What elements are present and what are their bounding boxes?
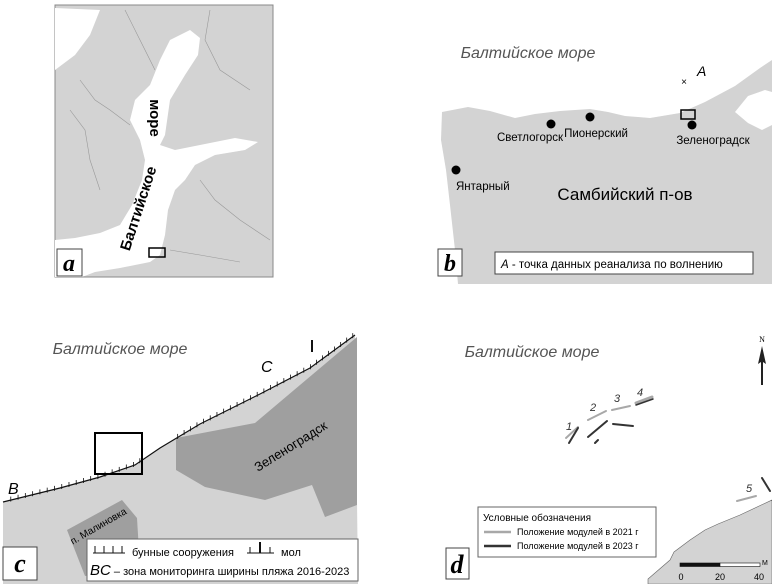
panel-d-label-box: [445, 547, 470, 580]
scale-tick-0: 0: [678, 572, 683, 582]
peninsula-label: Самбийский п-ов: [557, 185, 692, 204]
north-label: N: [759, 335, 765, 344]
module-2b-2023: [594, 439, 599, 444]
panel-b-label: b: [444, 251, 456, 277]
legend-pier: мол: [281, 547, 301, 559]
legend-groins: бунные сооружения: [132, 547, 234, 559]
zelenogradsk-area: [176, 337, 357, 517]
b-sea-name: Балтийское море: [461, 45, 596, 62]
module-3-2021: [611, 405, 631, 411]
module-1-2021: [565, 426, 579, 439]
legend-2021: Положение модулей в 2021 г: [517, 527, 639, 537]
study-area-box: [680, 109, 696, 120]
module-label-2: 2: [589, 402, 596, 414]
module-4-2021: [634, 395, 654, 405]
panel-a-label: a: [63, 251, 75, 277]
modules: [565, 395, 771, 502]
module-2-2023: [587, 420, 608, 438]
scale-bar-black: [679, 562, 721, 567]
module-3-2023: [612, 423, 634, 427]
legend-bc: BC – зона мониторинга ширины пляжа 2016-…: [90, 562, 349, 579]
module-label-3: 3: [614, 393, 621, 405]
legend-letter: A: [500, 259, 509, 271]
town-label-zelenogradsk: Зеленоградск: [676, 135, 750, 147]
scale-bar-white: [719, 562, 761, 567]
legend-bc-desc: – зона мониторинга ширины пляжа 2016-202…: [111, 566, 349, 578]
panel-d: Балтийское море N 1 2 3 4 5 Условные обо…: [445, 335, 772, 584]
panel-b: Балтийское море × A Светлогорск Пионерск…: [437, 45, 772, 284]
detail-box: [94, 432, 143, 475]
module-label-1: 1: [566, 421, 572, 433]
scale-tick-40: 40: [754, 572, 764, 582]
groin-ticks: [10, 333, 354, 502]
pier-legend-icon: [247, 542, 274, 554]
point-c-label: C: [261, 359, 273, 376]
module-label-4: 4: [637, 387, 643, 399]
point-b-label: B: [8, 481, 19, 498]
point-a-cross-icon: ×: [681, 77, 687, 88]
panel-a: море Балтийское a: [54, 4, 274, 278]
panel-b-legend: [494, 251, 754, 275]
town-dot-yantarny: [451, 165, 461, 175]
river-lines: [69, 9, 271, 263]
module-1-2023: [568, 427, 579, 444]
panel-d-label: d: [451, 550, 465, 579]
c-sea-name: Балтийское море: [53, 341, 188, 358]
panel-c-label-box: [2, 546, 38, 581]
scale-unit: М: [762, 560, 768, 567]
panel-c-legend: [86, 538, 359, 582]
panel-b-legend-text: A - точка данных реанализа по волнению: [500, 259, 723, 271]
point-a-label: A: [696, 63, 706, 79]
legend-bc-letters: BC: [90, 562, 111, 579]
sea-name-more: море: [146, 99, 163, 137]
module-5-2023: [761, 477, 771, 492]
panel-b-label-box: [437, 248, 463, 277]
module-2-2021: [587, 410, 607, 421]
north-arrow-icon: [758, 346, 766, 385]
panel-a-label-box: [56, 248, 83, 277]
legend-title: Условные обозначения: [483, 512, 591, 524]
panel-c-label: c: [14, 549, 26, 578]
coastline: [2, 334, 356, 503]
module-4-2023: [635, 398, 654, 406]
legend-desc: - точка данных реанализа по волнению: [509, 259, 723, 271]
scale-tick-20: 20: [715, 572, 725, 582]
d-sea-name: Балтийское море: [465, 344, 600, 361]
town-label-yantarny: Янтарный: [456, 181, 510, 193]
town-dot-pionersky: [585, 112, 595, 122]
town-label-svetlogorsk: Светлогорск: [497, 132, 564, 144]
study-area-box: [148, 247, 166, 258]
groin-legend-icon: [93, 546, 125, 554]
baltic-sea-shape: [55, 8, 258, 277]
curonian-lagoon: [735, 90, 772, 130]
sambia-land: [441, 60, 772, 284]
module-5-2021: [736, 495, 757, 502]
town-dot-svetlogorsk: [546, 119, 556, 129]
scale-bar: М 0 20 40: [678, 560, 768, 582]
town-dot-zelenogradsk: [687, 120, 697, 130]
legend-2023: Положение модулей в 2023 г: [517, 541, 639, 551]
panel-c: Балтийское море B C Зеленоградск п. Мали…: [2, 333, 359, 584]
module-label-5: 5: [746, 483, 753, 495]
town-label-pionersky: Пионерский: [564, 128, 628, 140]
